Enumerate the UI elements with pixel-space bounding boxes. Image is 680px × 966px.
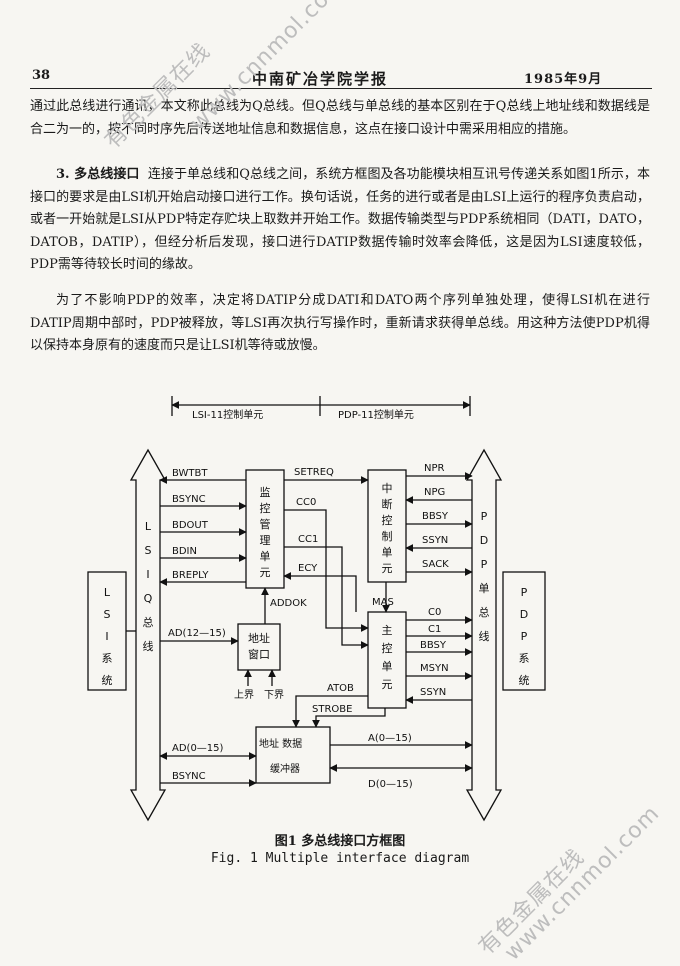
signal-npr: NPR [424, 463, 445, 474]
signal-c0: C0 [428, 607, 441, 618]
label-upper-bound: 上界 [234, 689, 254, 701]
signal-addok: ADDOK [270, 598, 307, 609]
signal-bwtbt: BWTBT [172, 468, 208, 479]
section-3-heading: 3. 多总线接口 [56, 167, 140, 182]
header-rule [30, 88, 652, 89]
label-monitor-unit: 监控管理单元 [260, 486, 271, 579]
paragraph-section-3: 3. 多总线接口 连接于单总线和Q总线之间，系统方框图及各功能模块相互讯号传递关… [30, 164, 650, 277]
signal-strobe: STROBE [312, 704, 352, 715]
issue-date: 1985年9月 [524, 72, 603, 87]
journal-title: 中南矿冶学院学报 [252, 70, 389, 88]
signal-breply: BREPLY [172, 570, 209, 581]
label-address-window: 地址窗口 [248, 631, 270, 661]
signal-c1: C1 [428, 624, 441, 635]
paragraph-2: 为了不影响PDP的效率，决定将DATIP分成DATI和DATO两个序列单独处理，… [30, 293, 650, 353]
signal-bdin: BDIN [172, 546, 197, 557]
signal-ad1215: AD(12—15) [168, 628, 226, 639]
signal-a015: A(0—15) [368, 733, 412, 744]
paragraph-1: 通过此总线进行通讯，本文称此总线为Q总线。但Q总线与单总线的基本区别在于Q总线上… [30, 99, 650, 137]
label-pdp-control: PDP-11控制单元 [338, 408, 414, 421]
signal-mas: MAS [372, 597, 394, 608]
signal-ad015: AD(0—15) [172, 743, 224, 754]
buffer-label-line2: 缓冲器 [270, 762, 300, 775]
signal-setreq: SETREQ [294, 467, 334, 478]
label-lower-bound: 下界 [264, 689, 284, 701]
signal-bbsy: BBSY [422, 511, 449, 522]
signal-bbsy-2: BBSY [420, 640, 447, 651]
signal-bdout: BDOUT [172, 520, 209, 531]
signal-bsync-2: BSYNC [172, 771, 206, 782]
signal-sack: SACK [422, 559, 449, 570]
signal-ssyn: SSYN [422, 535, 448, 546]
signal-bsync: BSYNC [172, 494, 206, 505]
figure-caption-cn: 图1 多总线接口方框图 [274, 834, 406, 849]
signal-cc1: CC1 [298, 534, 318, 545]
signal-npg: NPG [424, 487, 445, 498]
figure-caption-en: Fig. 1 Multiple interface diagram [210, 851, 470, 866]
section-3-text: 连接于单总线和Q总线之间，系统方框图及各功能模块相互讯号传递关系如图1所示，本接… [30, 167, 650, 272]
label-interrupt-unit: 中断控制单元 [382, 482, 393, 575]
signal-ecy: ECY [298, 563, 318, 574]
signal-ssyn-2: SSYN [420, 687, 446, 698]
signal-cc0: CC0 [296, 497, 316, 508]
label-main-control-unit: 主控单元 [382, 624, 393, 691]
signal-atob: ATOB [327, 683, 354, 694]
signal-d015: D(0—15) [368, 779, 413, 790]
label-lsi-control: LSI-11控制单元 [192, 408, 263, 421]
buffer-label-line1: 地址 数据 [259, 737, 302, 750]
page-number: 38 [32, 68, 51, 83]
signal-msyn: MSYN [420, 663, 449, 674]
